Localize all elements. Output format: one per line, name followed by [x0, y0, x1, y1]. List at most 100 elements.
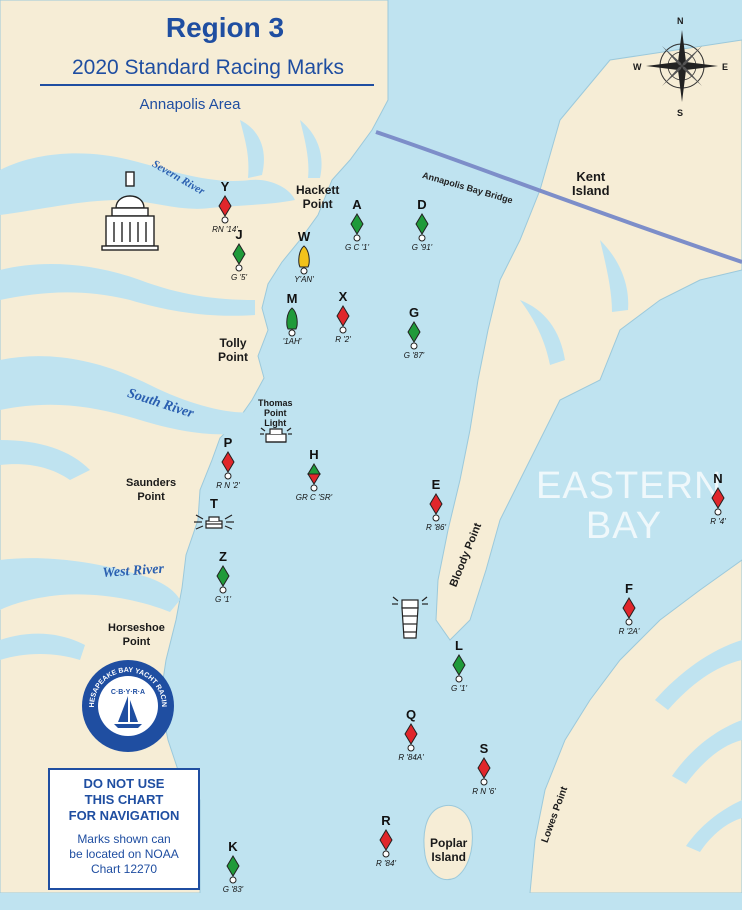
diamond-mark-icon — [407, 321, 421, 350]
mark-code: R '86' — [426, 523, 446, 532]
creek-1 — [0, 264, 255, 316]
diamond-mark-icon — [622, 597, 636, 626]
mark-code: G '1' — [451, 684, 467, 693]
mark-p: P R N '2' — [198, 436, 258, 506]
mark-code: G '83' — [222, 885, 244, 894]
south-river-water — [0, 356, 255, 435]
area-label: Annapolis Area — [139, 96, 241, 113]
mark-code: R '2A' — [618, 627, 640, 636]
navigation-warning-box: DO NOT USE THIS CHART FOR NAVIGATION Mar… — [48, 768, 200, 890]
mark-letter: J — [235, 227, 243, 242]
mark-code: '1AH' — [282, 337, 302, 346]
mark-letter: F — [625, 581, 633, 596]
title-rule — [40, 84, 374, 86]
compass-n: N — [677, 16, 684, 26]
diamond-mark-icon — [218, 195, 232, 224]
warning-text: DO NOT USE THIS CHART FOR NAVIGATION — [68, 776, 180, 823]
mark-code: R '84A' — [398, 753, 424, 762]
west-river-water — [0, 558, 180, 612]
diamond-mark-icon — [350, 213, 364, 242]
compass-e: E — [722, 62, 729, 72]
diamond-mark-icon — [452, 654, 466, 683]
mark-code: R '2' — [335, 335, 351, 344]
kent-inlet-1 — [590, 290, 742, 420]
mark-code: R '4' — [710, 517, 726, 526]
diamond-mark-icon — [232, 243, 246, 272]
mark-code: R '84' — [376, 859, 396, 868]
mark-letter: E — [431, 477, 441, 492]
severn-inlet-1 — [240, 120, 264, 178]
mark-x: X R '2' — [313, 290, 373, 360]
diamond-mark-icon — [404, 723, 418, 752]
diamond-mark-icon — [379, 829, 393, 858]
bay-bridge — [375, 130, 742, 264]
creek-3 — [0, 633, 85, 660]
southeast-inlet-1 — [655, 640, 742, 710]
buoy-mark-icon — [298, 245, 310, 275]
mark-letter: Z — [219, 549, 227, 564]
mark-letter: Q — [405, 707, 417, 722]
diamond-mark-icon — [226, 855, 240, 884]
compass-w: W — [633, 62, 642, 72]
kent-inlet-2 — [520, 300, 565, 365]
southeast-inlet-2 — [672, 720, 742, 784]
mark-z: Z G '1' — [193, 550, 253, 620]
creek-2 — [0, 440, 90, 480]
mark-e: E R '86' — [406, 478, 466, 548]
mark-letter: H — [309, 447, 319, 462]
kent-island-land — [435, 39, 742, 641]
bloody-point-light-icon — [392, 596, 428, 639]
mark-f: F R '2A' — [599, 582, 659, 652]
warning-note: Marks shown can be located on NOAA Chart… — [69, 832, 179, 876]
diamond-mark-icon — [336, 305, 350, 334]
mark-code: G '87' — [403, 351, 425, 360]
mark-letter: R — [381, 813, 391, 828]
diamond-mark-icon — [477, 757, 491, 786]
mark-l: L G '1' — [429, 639, 489, 709]
mark-letter: D — [417, 197, 427, 212]
kent-inlet-3 — [600, 240, 629, 312]
diamond-mark-icon — [307, 463, 321, 492]
mark-letter: L — [455, 638, 463, 653]
diamond-mark-icon — [221, 451, 235, 480]
mark-letter: M — [286, 291, 298, 306]
mark-code: G '1' — [215, 595, 231, 604]
mark-j: J G '5' — [209, 228, 269, 298]
mark-code: R N '6' — [472, 787, 496, 796]
diamond-mark-icon — [415, 213, 429, 242]
diamond-mark-icon — [429, 493, 443, 522]
mark-r: R R '84' — [356, 814, 416, 884]
svg-text:C·B·Y·R·A: C·B·Y·R·A — [111, 689, 145, 696]
mark-code: R N '2' — [216, 481, 240, 490]
lighthouse-mark-icon — [194, 514, 234, 530]
mark-t: T — [184, 497, 244, 567]
mark-m: M '1AH' — [262, 292, 322, 362]
mark-code: G '5' — [231, 273, 247, 282]
southeast-inlet-3 — [686, 800, 742, 852]
mark-letter: P — [223, 435, 233, 450]
mark-letter: X — [338, 289, 348, 304]
southeast-shore-land — [529, 559, 742, 893]
severn-river-water — [0, 153, 295, 215]
diamond-mark-icon — [711, 487, 725, 516]
mark-h: H GR C 'SR' — [284, 448, 344, 518]
mark-code: GR C 'SR' — [295, 493, 333, 502]
poplar-island-land — [423, 805, 473, 880]
compass-s: S — [677, 108, 684, 118]
page-subtitle: 2020 Standard Racing Marks — [72, 56, 344, 79]
